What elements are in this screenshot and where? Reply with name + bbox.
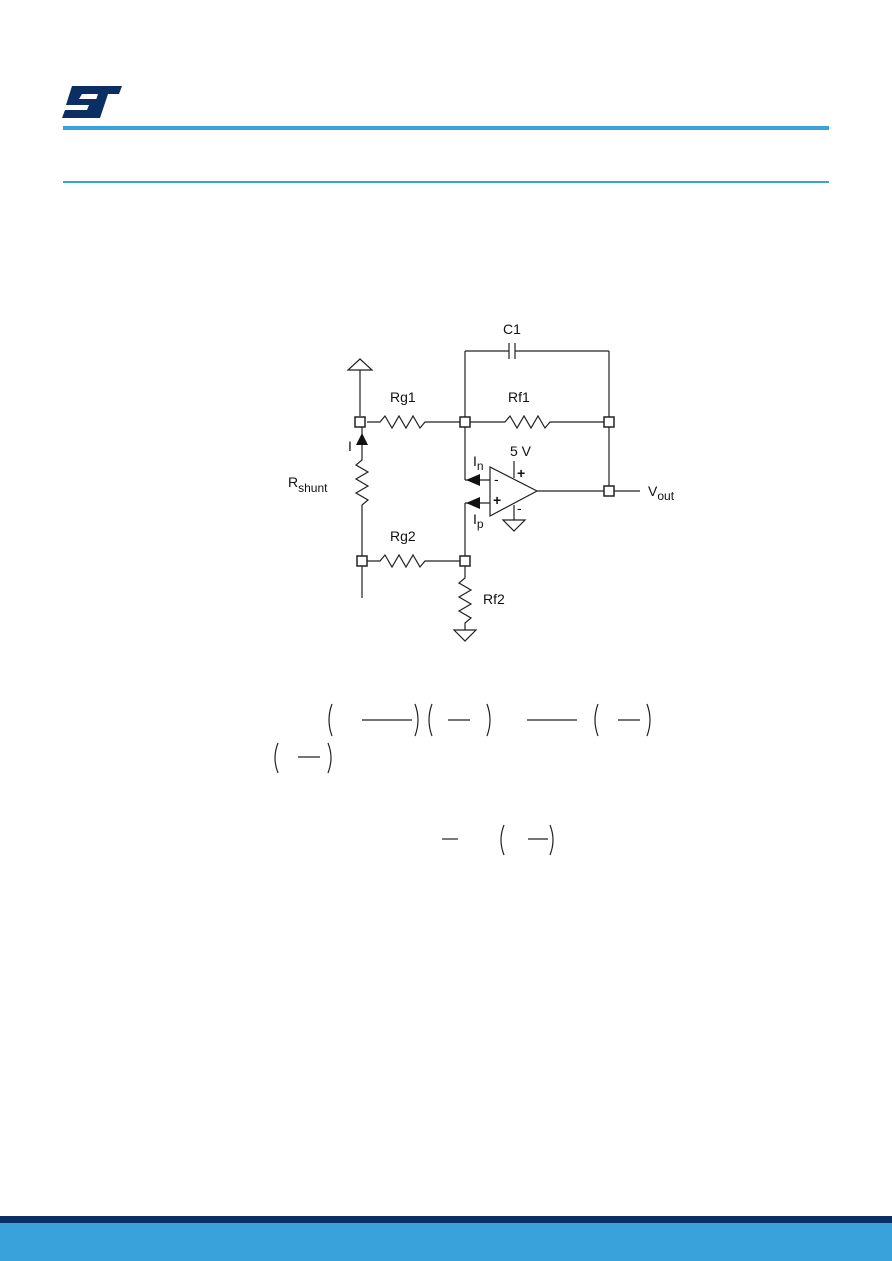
- opamp-plus-supply: +: [517, 465, 525, 481]
- label-rshunt: Rshunt: [288, 474, 328, 495]
- label-in: In: [473, 453, 484, 473]
- label-supply: 5 V: [510, 443, 532, 459]
- footer-band-dark: [0, 1216, 892, 1223]
- circuit-schematic: C1 Rg1 Rf1 5 V I Rshunt In Ip Vout Rg2 R…: [288, 321, 675, 642]
- label-rg1: Rg1: [390, 389, 416, 405]
- header-rule-top: [63, 126, 829, 130]
- equation-line-2: [274, 742, 332, 774]
- equation-line-3: [442, 824, 554, 856]
- footer-band-light: [0, 1223, 892, 1261]
- st-logo: ST: [62, 86, 122, 118]
- header-rule-bottom: [63, 181, 829, 183]
- label-current-i: I: [348, 438, 352, 454]
- opamp-minus-supply: -: [517, 500, 522, 516]
- opamp-minus-in: -: [494, 471, 499, 487]
- equation-line-1: [328, 703, 651, 737]
- label-ip: Ip: [473, 511, 484, 531]
- opamp-plus-in: +: [493, 492, 501, 508]
- label-c1: C1: [503, 321, 521, 337]
- label-rf2: Rf2: [483, 591, 505, 607]
- label-rf1: Rf1: [508, 389, 530, 405]
- label-vout: Vout: [648, 483, 675, 503]
- label-rg2: Rg2: [390, 528, 416, 544]
